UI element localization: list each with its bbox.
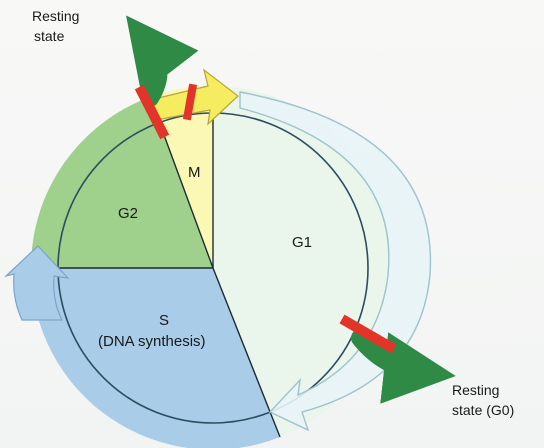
label-g2: G2 [118,205,139,222]
label-resting-top-line1: Resting [32,8,80,24]
label-resting-top-line2: state [34,28,65,44]
checkpoint-bar-g1-g0 [339,314,397,354]
resting-arrow-top [126,15,199,107]
checkpoint-bar-m-g1 [182,83,198,121]
resting-arrow-bottom [351,329,456,404]
label-resting-bottom-line1: Resting [452,382,500,398]
checkpoint-bar-g2-m [134,84,170,140]
label-resting-bottom-line2: state (G0) [452,402,515,418]
s-g2-arrow [3,245,70,321]
s-sector [31,268,280,448]
label-m: M [188,164,201,181]
label-s: S [158,312,169,329]
g1-sector [213,86,395,437]
g2-sector [30,97,214,268]
label-s-sub: (DNA synthesis) [98,333,206,350]
divider-g1-s [212,267,281,438]
label-g1: G1 [292,234,313,251]
